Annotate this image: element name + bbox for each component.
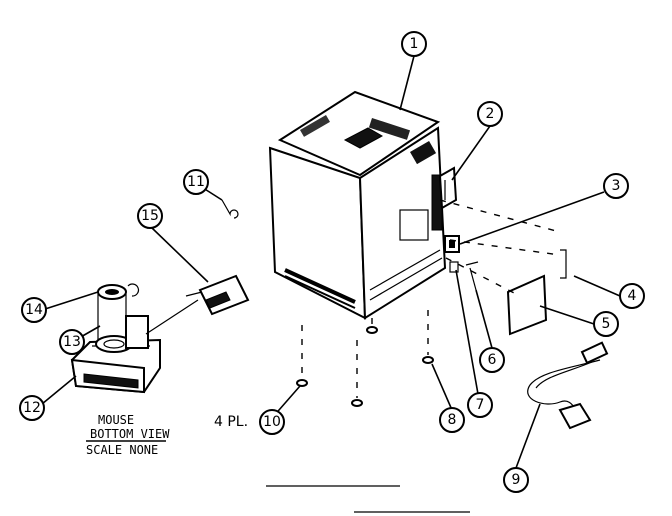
callout-15: 15 (137, 203, 163, 229)
side-bracket (438, 166, 458, 210)
computer-housing (268, 90, 447, 320)
callout-8-label: 8 (448, 412, 457, 428)
callout-11: 11 (183, 169, 209, 195)
clip (560, 249, 567, 279)
cover-plate (506, 274, 548, 336)
callout-14: 14 (21, 297, 47, 323)
callout-9: 9 (503, 467, 529, 493)
callout-1-label: 1 (410, 36, 419, 52)
guide-lines (439, 199, 561, 297)
callout-6: 6 (479, 347, 505, 373)
callout-2: 2 (477, 101, 503, 127)
callout-9-label: 9 (512, 472, 521, 488)
callout-12: 12 (19, 395, 45, 421)
pin (465, 261, 479, 291)
callout-11-label: 11 (187, 174, 205, 190)
callout-7: 7 (467, 392, 493, 418)
scale-note: SCALE NONE (86, 443, 158, 457)
cable-assembly (527, 341, 609, 430)
mouse-view-title: MOUSE (98, 413, 134, 427)
mouse-connector-plug (145, 274, 250, 335)
callout-1: 1 (401, 31, 427, 57)
callout-6-label: 6 (488, 352, 497, 368)
callout-3-label: 3 (612, 178, 621, 194)
callout-14-label: 14 (25, 302, 43, 318)
callout-4: 4 (619, 283, 645, 309)
callout-10-label: 10 (263, 414, 281, 430)
callout-13: 13 (59, 329, 85, 355)
callout-4-label: 4 (628, 288, 637, 304)
rear-connector (444, 235, 460, 253)
callout-12-label: 12 (23, 400, 41, 416)
callout-8: 8 (439, 407, 465, 433)
callout-5: 5 (593, 311, 619, 337)
callout-3: 3 (603, 173, 629, 199)
callout-15-label: 15 (141, 208, 159, 224)
small-screw (449, 261, 459, 273)
callout-10: 10 (259, 409, 285, 435)
quantity-note: 4 PL. (214, 414, 248, 430)
hook (221, 199, 239, 219)
mouse-body (70, 338, 161, 394)
callout-7-label: 7 (476, 397, 485, 413)
leader-lines (41, 55, 621, 469)
callout-13-label: 13 (63, 334, 81, 350)
feet (296, 310, 434, 407)
callout-5-label: 5 (602, 316, 611, 332)
callout-2-label: 2 (486, 106, 495, 122)
mouse-ball-assembly (95, 283, 149, 353)
mouse-view-subtitle: BOTTOM VIEW (90, 427, 170, 441)
